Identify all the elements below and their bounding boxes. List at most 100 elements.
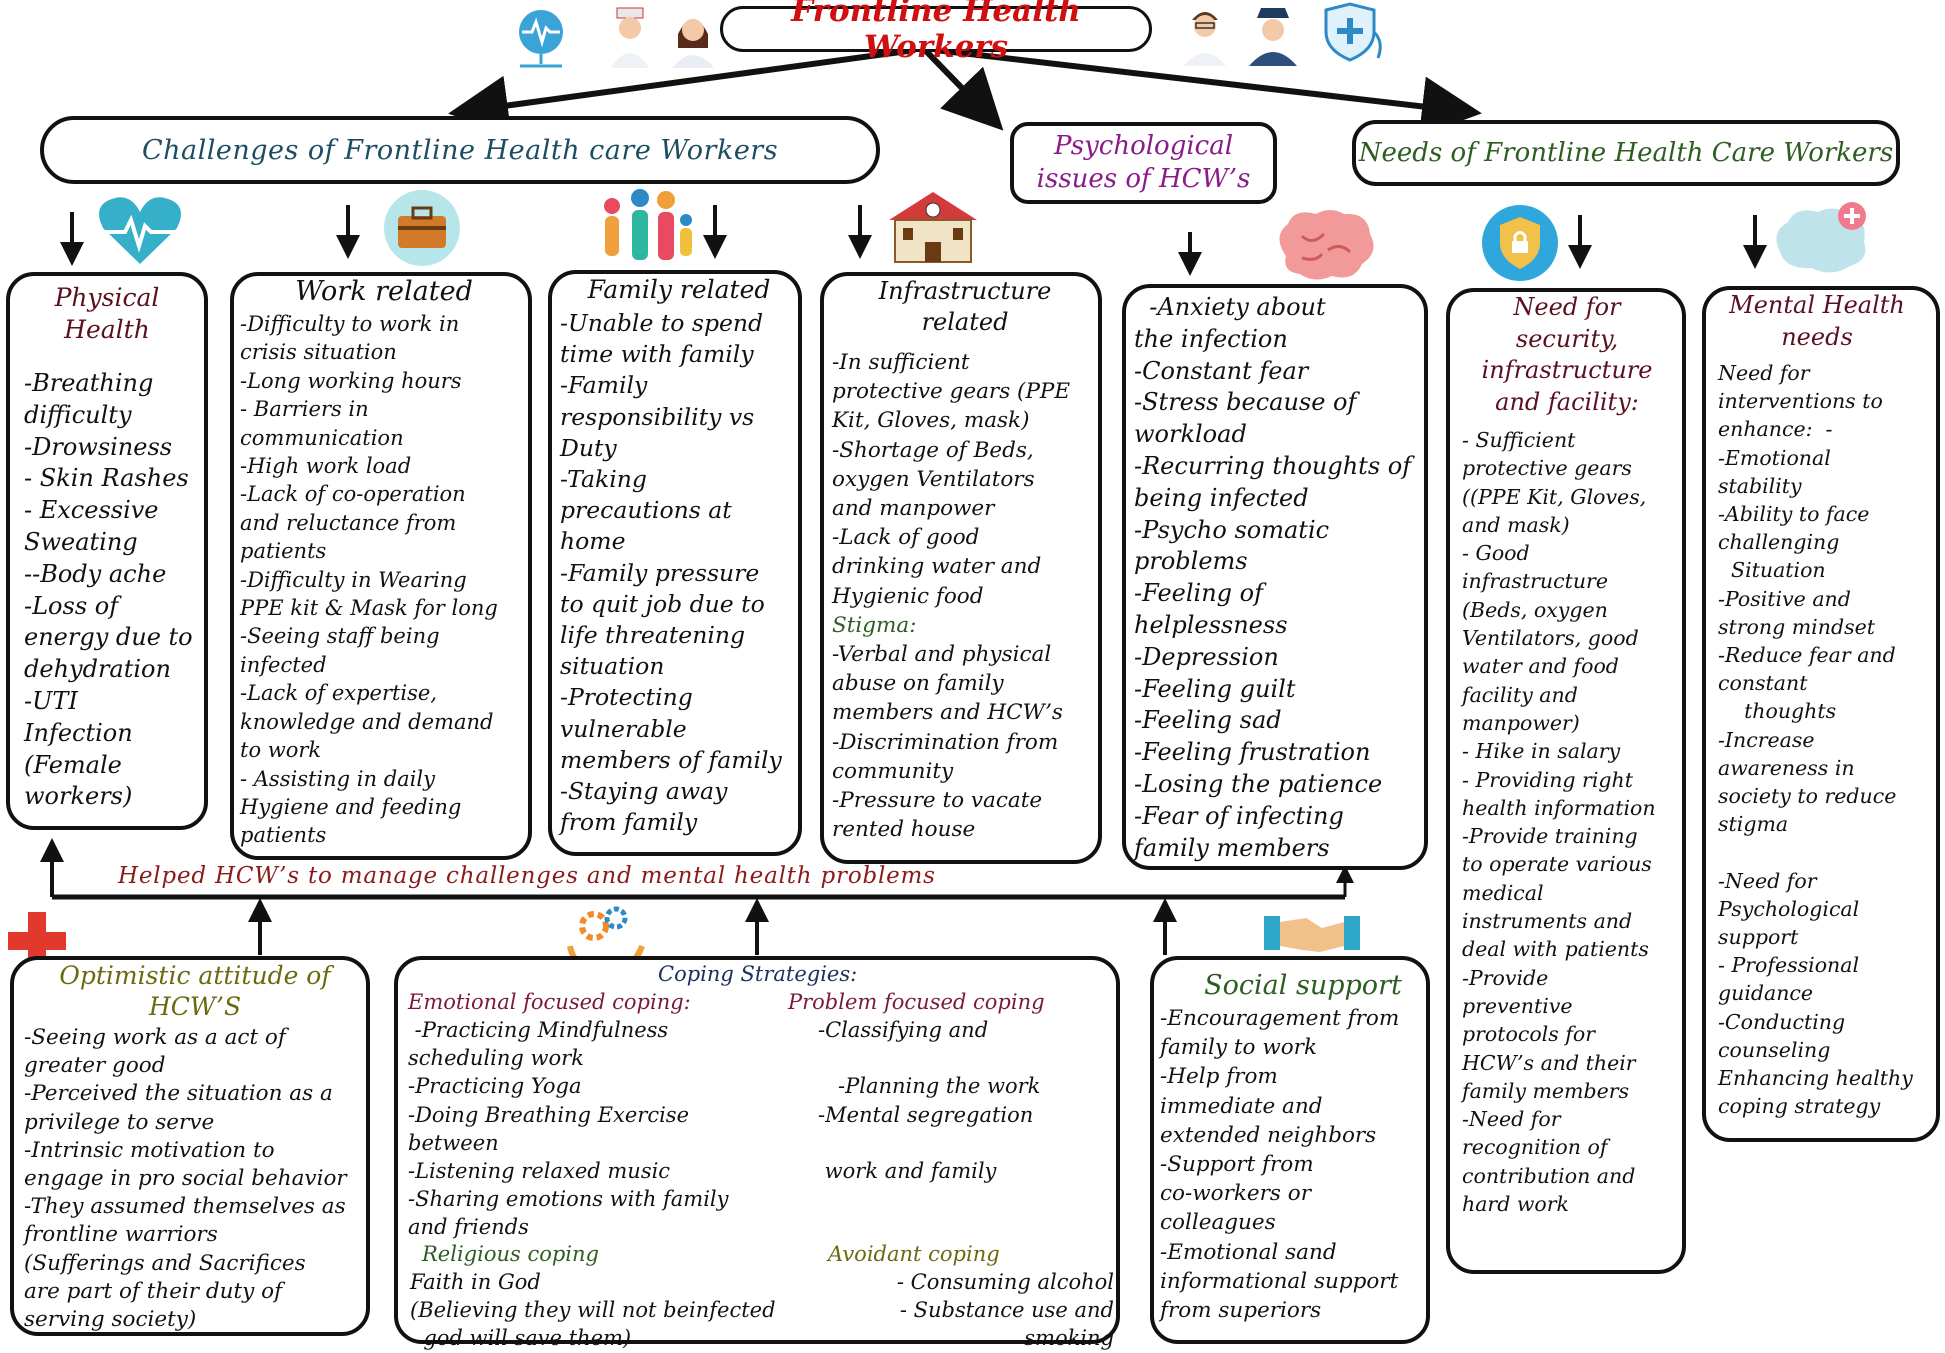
psychological-issue-item: -Losing the patience [1134, 769, 1383, 798]
infrastructure-item: drinking water and [832, 554, 1042, 580]
problem-coping-list: -Classifying and -Planning the work-Ment… [818, 1016, 1040, 1185]
work-related-item: -Lack of co-operation [240, 482, 466, 507]
optimistic-attitude-item: -Seeing work as a act of [24, 1025, 286, 1050]
stigma-item: -Verbal and physical [832, 642, 1052, 668]
optimistic-attitude-item: serving society) [24, 1307, 197, 1333]
mental-health-need-item: thoughts [1718, 699, 1837, 724]
security-need-item: preventive [1462, 993, 1573, 1018]
mental-health-need-item: support [1718, 925, 1799, 950]
stigma-item: -Pressure to vacate [832, 788, 1043, 814]
mental-health-need-item: coping strategy [1718, 1094, 1881, 1119]
mental-health-need-item: awareness in [1718, 755, 1855, 780]
work-related-item: Hygiene and feeding [240, 794, 462, 819]
work-related-item: PPE kit & Mask for long [240, 596, 498, 621]
avoidant-coping-label: Avoidant coping [828, 1242, 1000, 1266]
physical-health-item: -Drowsiness [24, 432, 173, 461]
problem-coping-item: -Classifying and [818, 1018, 989, 1042]
family-icon [604, 189, 692, 260]
family-related-item: Duty [560, 433, 617, 462]
mental-health-need-item: -Reduce fear and [1718, 643, 1896, 668]
infrastructure-item: Kit, Gloves, mask) [832, 408, 1030, 434]
mental-health-need-item: enhance: - [1718, 417, 1833, 442]
security-need-item: HCW’s and their [1462, 1050, 1636, 1075]
infrastructure-item: Hygienic food [832, 583, 984, 609]
avoidant-coping-item: - Consuming alcohol [896, 1270, 1114, 1294]
family-related-item: -Taking [560, 465, 647, 494]
problem-coping-item [818, 1044, 1040, 1072]
mental-health-need-item: -Positive and [1718, 586, 1851, 611]
mental-health-need-item: -Conducting [1718, 1009, 1846, 1034]
social-support-item: immediate and [1160, 1093, 1323, 1119]
mental-health-need-item [1718, 838, 1936, 866]
social-support-item: co-workers or [1160, 1181, 1311, 1207]
arrow-to-psych [922, 47, 1004, 131]
optimistic-attitude-item: frontline warriors [24, 1222, 218, 1248]
needs-header: Needs of Frontline Health Care Workers [1352, 120, 1900, 186]
social-support-item: informational support [1160, 1268, 1399, 1294]
family-related-item: life threatening [560, 621, 746, 650]
heart-pulse-icon [99, 197, 181, 264]
psychological-issue-item: -Depression [1134, 642, 1279, 671]
mental-health-need-item: -Emotional [1718, 445, 1831, 470]
family-related-item: members of family [560, 745, 782, 774]
stigma-item: abuse on family [832, 671, 1004, 697]
security-need-item: family members [1462, 1078, 1630, 1103]
physical-health-item: workers) [24, 782, 133, 811]
stigma-label: Stigma: [832, 612, 917, 638]
family-related-item: precautions at [560, 496, 732, 525]
emotional-coping-item: -Practicing Yoga [408, 1074, 582, 1099]
social-support-item: -Encouragement from [1160, 1006, 1400, 1031]
family-related-item: vulnerable [560, 714, 687, 743]
work-related-title: Work related [295, 276, 473, 307]
optimistic-attitude-item: privilege to serve [24, 1109, 215, 1135]
male-doctor-icon [1184, 12, 1226, 66]
infrastructure-item: -In sufficient [832, 350, 970, 375]
mental-health-need-item: -Need for [1718, 868, 1817, 893]
optimistic-attitude-item: (Sufferings and Sacrifices [24, 1250, 306, 1276]
stigma-item: rented house [832, 817, 976, 843]
social-support-item: -Help from [1160, 1064, 1278, 1090]
psychological-issue-item: -Constant fear [1134, 356, 1309, 385]
social-support-item: extended neighbors [1160, 1122, 1377, 1148]
psychological-issue-item: problems [1134, 547, 1248, 576]
physical-health-item: Sweating [24, 527, 138, 556]
psych-header-label: Psychological issues of HCW’s [1036, 131, 1251, 194]
emotional-coping-item: -Listening relaxed music [408, 1159, 671, 1184]
security-need-item: and mask) [1462, 512, 1570, 537]
psychological-issue-item: -Psycho somatic [1134, 515, 1330, 544]
infrastructure-item: and manpower [832, 496, 995, 522]
mental-health-need-item: -Increase [1718, 727, 1815, 752]
briefcase-icon [384, 190, 460, 266]
psychological-issue-item: -Feeling of [1134, 579, 1263, 608]
work-related-item: -Difficulty in Wearing [240, 567, 467, 592]
optimistic-attitude-item: engage in pro social behavior [24, 1166, 347, 1192]
psychological-issue-item: the infection [1134, 324, 1288, 353]
work-related-item: - Assisting in daily [240, 766, 435, 791]
psychological-issue-item: workload [1134, 420, 1247, 449]
infrastructure-item: oxygen Ventilators [832, 466, 1035, 492]
handshake-icon [1264, 916, 1360, 952]
avoidant-coping-item: - Substance use and [899, 1298, 1114, 1323]
security-needs-title: Need for security, infrastructure and fa… [1481, 293, 1653, 416]
challenges-header: Challenges of Frontline Health care Work… [40, 116, 880, 184]
infrastructure-item: protective gears (PPE [832, 379, 1071, 405]
work-related-item: infected [240, 652, 327, 677]
security-need-item: manpower) [1462, 710, 1580, 735]
work-related-item: -Difficulty to work in [240, 312, 460, 336]
physical-health-item: Infection [24, 718, 133, 747]
infrastructure-item: -Lack of good [832, 525, 980, 551]
security-need-item: ((PPE Kit, Gloves, [1462, 484, 1647, 509]
work-related-item: patients [240, 823, 327, 848]
security-need-item: protocols for [1462, 1022, 1595, 1047]
work-related-item: -High work load [240, 454, 412, 479]
emotional-coping-item: and friends [408, 1215, 529, 1240]
